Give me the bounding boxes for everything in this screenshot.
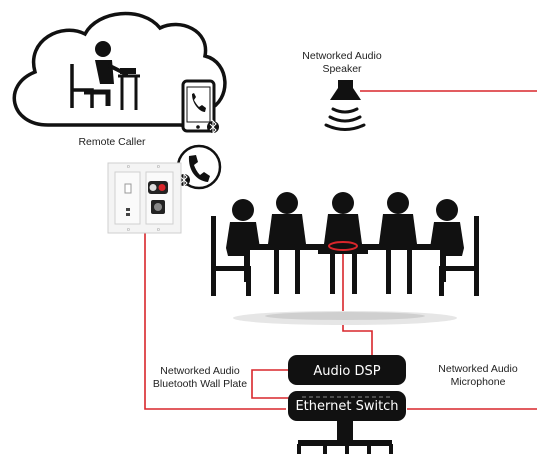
microphone-label-line1: Networked Audio <box>438 363 518 375</box>
wall-plate-icon: o o o o <box>107 162 182 234</box>
wallplate-label: Networked Audio Bluetooth Wall Plate <box>140 365 260 391</box>
bluetooth-icon <box>207 119 219 135</box>
network-wires <box>144 90 537 410</box>
svg-text:o: o <box>127 164 130 170</box>
svg-text:o: o <box>157 227 160 233</box>
dsp-label: Audio DSP <box>313 364 380 379</box>
wire-wallplate <box>144 233 286 410</box>
person-at-desk-icon <box>70 41 140 110</box>
ethernet-switch-device: Ethernet Switch <box>288 391 406 421</box>
speaker-icon <box>324 80 366 131</box>
remote-caller-label: Remote Caller <box>78 136 146 148</box>
svg-text:o: o <box>157 164 160 170</box>
speaker-label-line1: Networked Audio <box>302 50 382 62</box>
switch-label: Ethernet Switch <box>295 399 398 414</box>
microphone-icon <box>328 241 358 251</box>
rack-stand <box>297 418 393 454</box>
speaker-label-line2: Speaker <box>322 63 362 75</box>
wire-dsp-loop <box>251 369 290 399</box>
smartphone-icon <box>181 79 216 133</box>
audio-dsp-device: Audio DSP <box>288 355 406 385</box>
microphone-label: Networked Audio Microphone <box>428 363 528 389</box>
wallplate-label-line2: Bluetooth Wall Plate <box>152 378 248 390</box>
conference-table-icon <box>211 192 479 325</box>
speaker-label: Networked Audio Speaker <box>292 50 392 76</box>
wire-microphone <box>342 250 373 356</box>
wallplate-label-line1: Networked Audio <box>160 365 240 377</box>
svg-text:o: o <box>127 227 130 233</box>
microphone-label-line2: Microphone <box>450 376 506 388</box>
